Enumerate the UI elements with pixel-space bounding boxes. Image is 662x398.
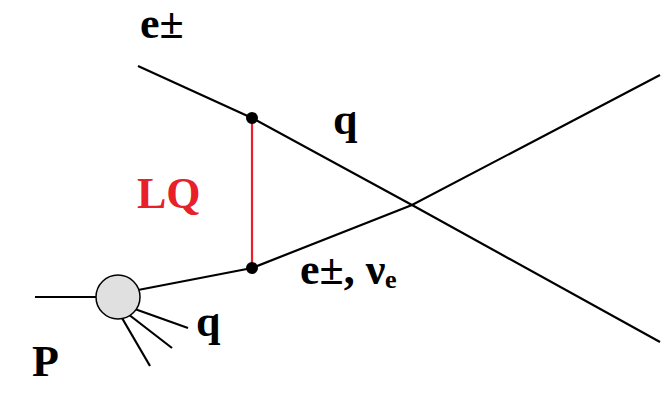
exchange-label: LQ	[137, 172, 201, 216]
beam-label: P	[32, 340, 59, 384]
leptoquark-line	[251, 118, 253, 268]
remnant-line	[122, 318, 150, 366]
particle-label: q	[333, 98, 357, 142]
lower-fermion-line	[138, 75, 660, 290]
particle-label: q	[196, 300, 220, 344]
remnant-line	[132, 308, 188, 328]
proton-blob	[96, 275, 140, 319]
particle-label: e±	[140, 2, 184, 46]
particle-label: e±, νₑ	[300, 248, 397, 292]
vertex-dot	[246, 112, 258, 124]
proton-line	[35, 296, 96, 298]
vertex-dot	[246, 262, 258, 274]
remnant-line	[128, 314, 172, 348]
